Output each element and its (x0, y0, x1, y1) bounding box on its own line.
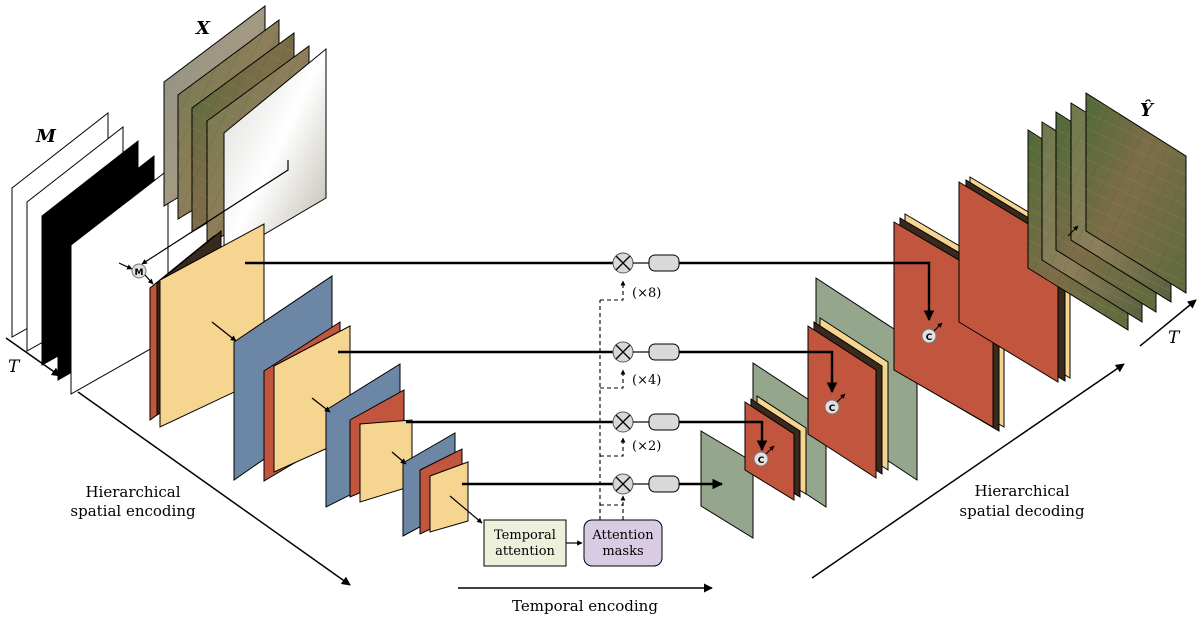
time-label-input: T (8, 357, 21, 377)
multiplier-2: (×2) (632, 439, 661, 454)
encoder-level-4 (402, 432, 469, 537)
concat-letter-2: C (829, 404, 836, 414)
multiply-op-3 (612, 411, 634, 433)
decoding-label-1: Hierarchical (974, 482, 1069, 500)
concat-op-1: C (921, 322, 943, 344)
enc-arrow-1-2 (211, 321, 237, 342)
skip-connections (245, 261, 613, 486)
temporal-attention-label-1: Temporal (494, 528, 556, 543)
attention-masks-label-1: Attention (591, 528, 654, 543)
decoding-axis (811, 363, 1125, 579)
concat-letter-3: C (758, 456, 765, 466)
multiplier-8: (×8) (632, 286, 661, 301)
pill-connectors (633, 262, 649, 485)
output-label: Ŷ (1140, 98, 1155, 121)
dec-to-output-arrow (1067, 225, 1079, 237)
decoder-level-4 (700, 430, 754, 539)
skip-to-dec-1 (679, 261, 935, 322)
encoder-level-3 (325, 363, 413, 508)
concat-op-3: C (753, 445, 775, 467)
mask-label: M (35, 126, 57, 147)
decoder-level-1 (893, 176, 1071, 432)
aggregation-pills (648, 254, 680, 493)
mask-op-letter: M (135, 268, 144, 278)
encoding-label-2: spatial encoding (70, 502, 196, 520)
temporal-attention-label-2: attention (495, 544, 555, 559)
mask-stack (11, 111, 169, 395)
temporal-attention-box (483, 519, 567, 567)
enc-arrow-2-3 (311, 397, 331, 413)
concat-op-2: C (824, 393, 846, 415)
encoding-axis (77, 391, 351, 586)
multiply-op-2 (612, 341, 634, 363)
multiply-op-1 (612, 252, 634, 274)
decoder-level-2 (807, 277, 918, 481)
decoding-label-2: spatial decoding (959, 502, 1085, 520)
skip-to-dec-3 (679, 420, 768, 452)
attention-masks-label-2: masks (602, 544, 643, 559)
attention-masks-box (583, 519, 663, 567)
output-stack (1027, 92, 1187, 331)
time-axis-input (5, 337, 61, 377)
concat-letter-1: C (926, 333, 933, 343)
time-axis-output (1139, 299, 1197, 347)
mask-op-to-encoder-arrow (144, 274, 154, 285)
time-label-output: T (1168, 328, 1181, 348)
encoder-level-2 (233, 275, 351, 482)
image-to-mask-arrow (141, 160, 289, 265)
multiply-op-4 (612, 473, 634, 495)
skip-to-dec-2 (679, 350, 838, 394)
mask-op-symbol: M (131, 263, 147, 279)
encoding-label-1: Hierarchical (85, 483, 180, 501)
image-stack (163, 4, 327, 259)
image-label: X (195, 18, 211, 39)
multiplier-4: (×4) (632, 373, 661, 388)
enc-to-temporal-arrow (449, 495, 483, 524)
enc-arrow-3-4 (391, 451, 407, 465)
temporal-encoding-label: Temporal encoding (512, 597, 658, 615)
mask-to-op-arrow (118, 262, 133, 270)
